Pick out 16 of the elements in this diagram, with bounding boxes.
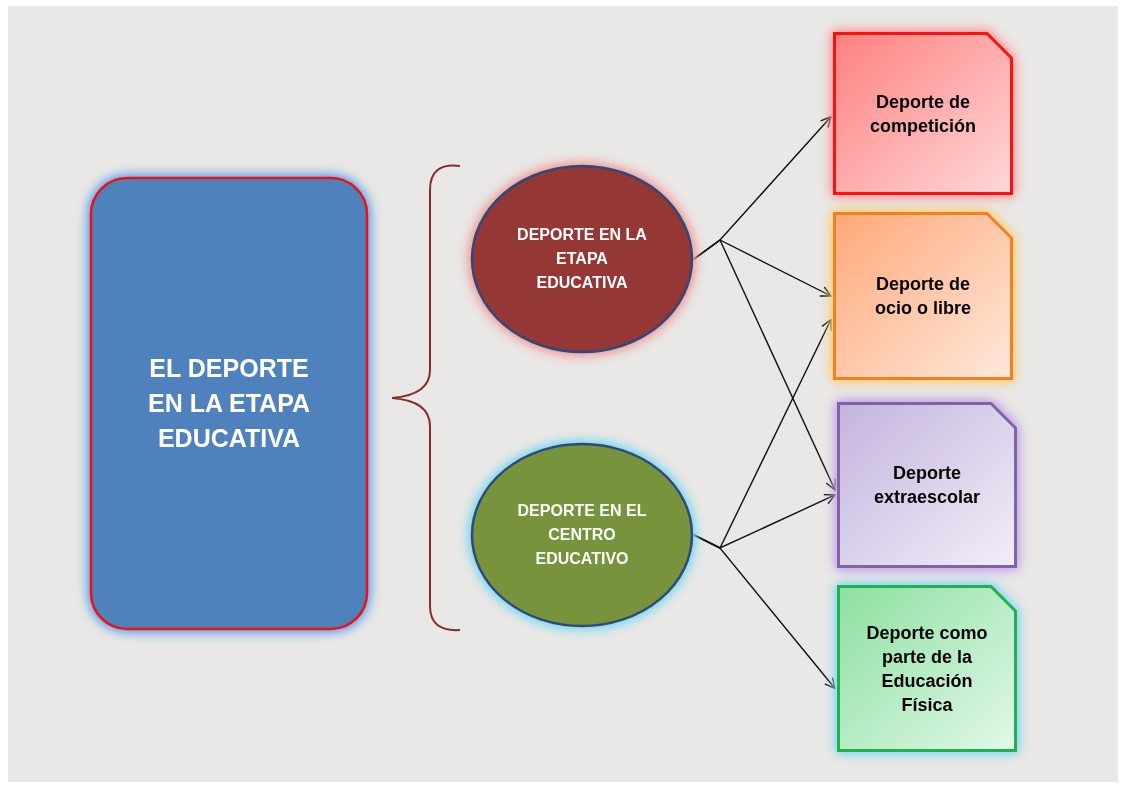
node-label: DEPORTE EN LA ETAPA EDUCATIVA [516, 225, 648, 293]
ellipse-node [470, 164, 694, 354]
folded-corner-box [837, 402, 1017, 568]
folded-corner-box [837, 585, 1017, 752]
node-label: EL DEPORTE EN LA ETAPA EDUCATIVA [146, 353, 311, 454]
node-label: Deporte de competición [869, 90, 977, 138]
node-label: Deporte como parte de la Educación Física [865, 621, 989, 717]
arrow [693, 238, 837, 491]
node-label: Deporte de ocio o libre [874, 273, 972, 320]
rounded-rectangle [90, 177, 368, 630]
arrow [693, 534, 836, 690]
node-label: DEPORTE EN EL CENTRO EDUCATIVO [516, 501, 648, 569]
node-label: Deporte extraescolar [872, 462, 982, 509]
folded-corner-box [833, 32, 1013, 195]
folded-corner-box [833, 212, 1013, 380]
ellipse-node [470, 442, 694, 628]
